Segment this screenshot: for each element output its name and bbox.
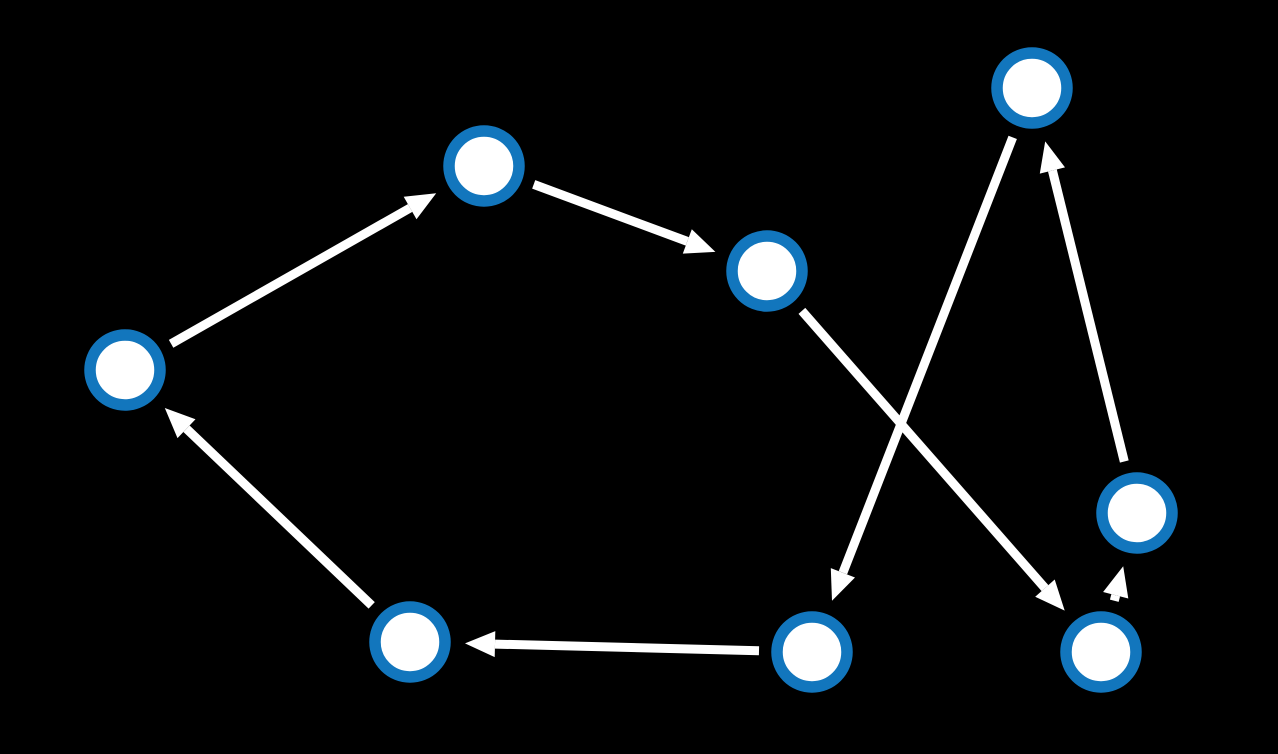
node-bottom-right[interactable] [1060,611,1142,693]
edge-node-right-to-node-top-right [1039,141,1129,463]
node-bottom-left[interactable] [369,601,451,683]
edge-line [494,639,760,656]
edge-line [183,425,375,609]
node-middle[interactable] [726,230,808,312]
edge-line [1109,594,1121,602]
node-upper-middle[interactable] [443,125,525,207]
node-left[interactable] [84,329,166,411]
arrowhead-icon [1103,566,1129,599]
edge-node-top-right-to-node-bottom-middle [830,135,1017,601]
node-bottom-middle[interactable] [771,611,853,693]
edge-line [168,204,413,348]
arrowhead-icon [1035,579,1065,611]
edge-node-upper-middle-to-node-middle [532,180,716,254]
edge-node-left-to-node-upper-middle [168,193,437,348]
edge-node-middle-to-node-bottom-right [798,307,1065,611]
edge-node-bottom-right-to-node-right [1103,566,1129,602]
edge-node-bottom-middle-to-node-bottom-left [465,631,760,658]
edge-line [532,180,689,246]
arrowhead-icon [682,229,716,254]
node-top-right[interactable] [991,47,1073,129]
arrowhead-icon [465,631,496,658]
edge-line [838,135,1017,575]
edge-node-bottom-left-to-node-left [164,408,375,609]
edge-line [1048,169,1129,463]
node-right[interactable] [1096,472,1178,554]
arrowhead-icon [164,408,196,439]
edge-line [798,307,1049,592]
arrowhead-icon [830,568,855,601]
arrowhead-icon [1039,141,1065,174]
arrowhead-icon [403,193,437,220]
